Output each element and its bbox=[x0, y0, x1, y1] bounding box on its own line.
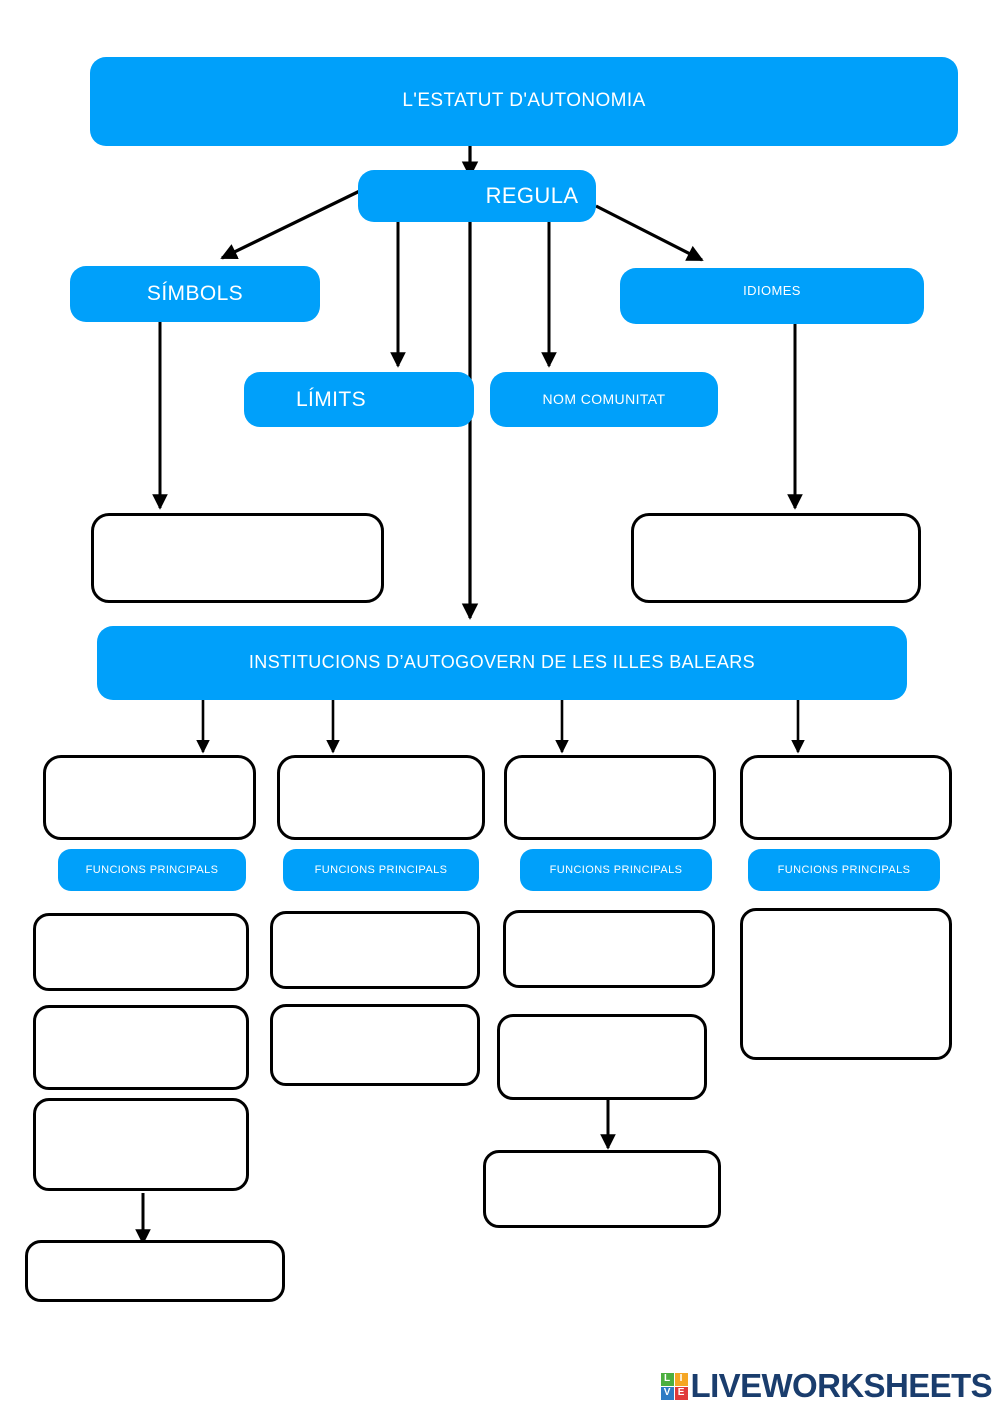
node-idiomes[interactable]: IDIOMES bbox=[620, 268, 924, 324]
answer-box-institucio-4[interactable] bbox=[740, 755, 952, 840]
answer-box-institucio-1[interactable] bbox=[43, 755, 256, 840]
liveworksheets-wordmark: LIVEWORKSHEETS bbox=[690, 1367, 993, 1404]
logo-tile-e: E bbox=[674, 1386, 688, 1400]
node-nom-comunitat[interactable]: NOM COMUNITAT bbox=[490, 372, 718, 427]
node-funcions-principals-4[interactable]: FUNCIONS PRINCIPALS bbox=[748, 849, 940, 891]
answer-box-funcio-2-2[interactable] bbox=[270, 1004, 480, 1086]
node-limits[interactable]: LÍMITS bbox=[244, 372, 474, 427]
answer-box-institucio-2[interactable] bbox=[277, 755, 485, 840]
answer-box-funcio-1-3[interactable] bbox=[33, 1098, 249, 1191]
node-funcions-principals-1-label: FUNCIONS PRINCIPALS bbox=[85, 863, 219, 876]
answer-box-funcio-1-4[interactable] bbox=[25, 1240, 285, 1302]
node-funcions-principals-2-label: FUNCIONS PRINCIPALS bbox=[314, 863, 448, 876]
logo-tile-v: V bbox=[660, 1386, 674, 1400]
liveworksheets-logo[interactable]: L I V E LIVEWORKSHEETS bbox=[660, 1367, 993, 1405]
node-limits-label: LÍMITS bbox=[295, 387, 367, 411]
arrow-regula-to-idiomes bbox=[595, 204, 704, 262]
answer-box-funcio-1-2[interactable] bbox=[33, 1005, 249, 1090]
answer-box-idiomes[interactable] bbox=[631, 513, 921, 603]
node-institucions-label: INSTITUCIONS D’AUTOGOVERN DE LES ILLES B… bbox=[248, 652, 756, 673]
answer-box-funcio-3-2[interactable] bbox=[497, 1014, 707, 1100]
liveworksheets-logo-tiles: L I V E bbox=[660, 1372, 688, 1400]
answer-box-funcio-3-1[interactable] bbox=[503, 910, 715, 988]
node-root[interactable]: L'ESTATUT D'AUTONOMIA bbox=[90, 57, 958, 146]
node-funcions-principals-1[interactable]: FUNCIONS PRINCIPALS bbox=[58, 849, 246, 891]
answer-box-simbols[interactable] bbox=[91, 513, 384, 603]
node-regula[interactable]: REGULA bbox=[358, 170, 596, 222]
answer-box-funcio-4-1[interactable] bbox=[740, 908, 952, 1060]
logo-tile-i: I bbox=[674, 1372, 688, 1386]
node-nom-comunitat-label: NOM COMUNITAT bbox=[542, 390, 666, 407]
node-funcions-principals-4-label: FUNCIONS PRINCIPALS bbox=[777, 863, 911, 876]
answer-box-institucio-3[interactable] bbox=[504, 755, 716, 840]
arrow-regula-to-simbols bbox=[220, 184, 371, 260]
logo-tile-l: L bbox=[660, 1372, 674, 1386]
node-root-label: L'ESTATUT D'AUTONOMIA bbox=[402, 90, 646, 112]
answer-box-funcio-3-3[interactable] bbox=[483, 1150, 721, 1228]
node-regula-label: REGULA bbox=[485, 182, 579, 208]
answer-box-funcio-1-1[interactable] bbox=[33, 913, 249, 991]
node-simbols-label: SÍMBOLS bbox=[146, 282, 244, 306]
node-funcions-principals-2[interactable]: FUNCIONS PRINCIPALS bbox=[283, 849, 479, 891]
node-funcions-principals-3[interactable]: FUNCIONS PRINCIPALS bbox=[520, 849, 712, 891]
answer-box-funcio-2-1[interactable] bbox=[270, 911, 480, 989]
node-institucions[interactable]: INSTITUCIONS D’AUTOGOVERN DE LES ILLES B… bbox=[97, 626, 907, 700]
node-simbols[interactable]: SÍMBOLS bbox=[70, 266, 320, 322]
node-funcions-principals-3-label: FUNCIONS PRINCIPALS bbox=[549, 863, 683, 876]
node-idiomes-label: IDIOMES bbox=[743, 283, 801, 298]
